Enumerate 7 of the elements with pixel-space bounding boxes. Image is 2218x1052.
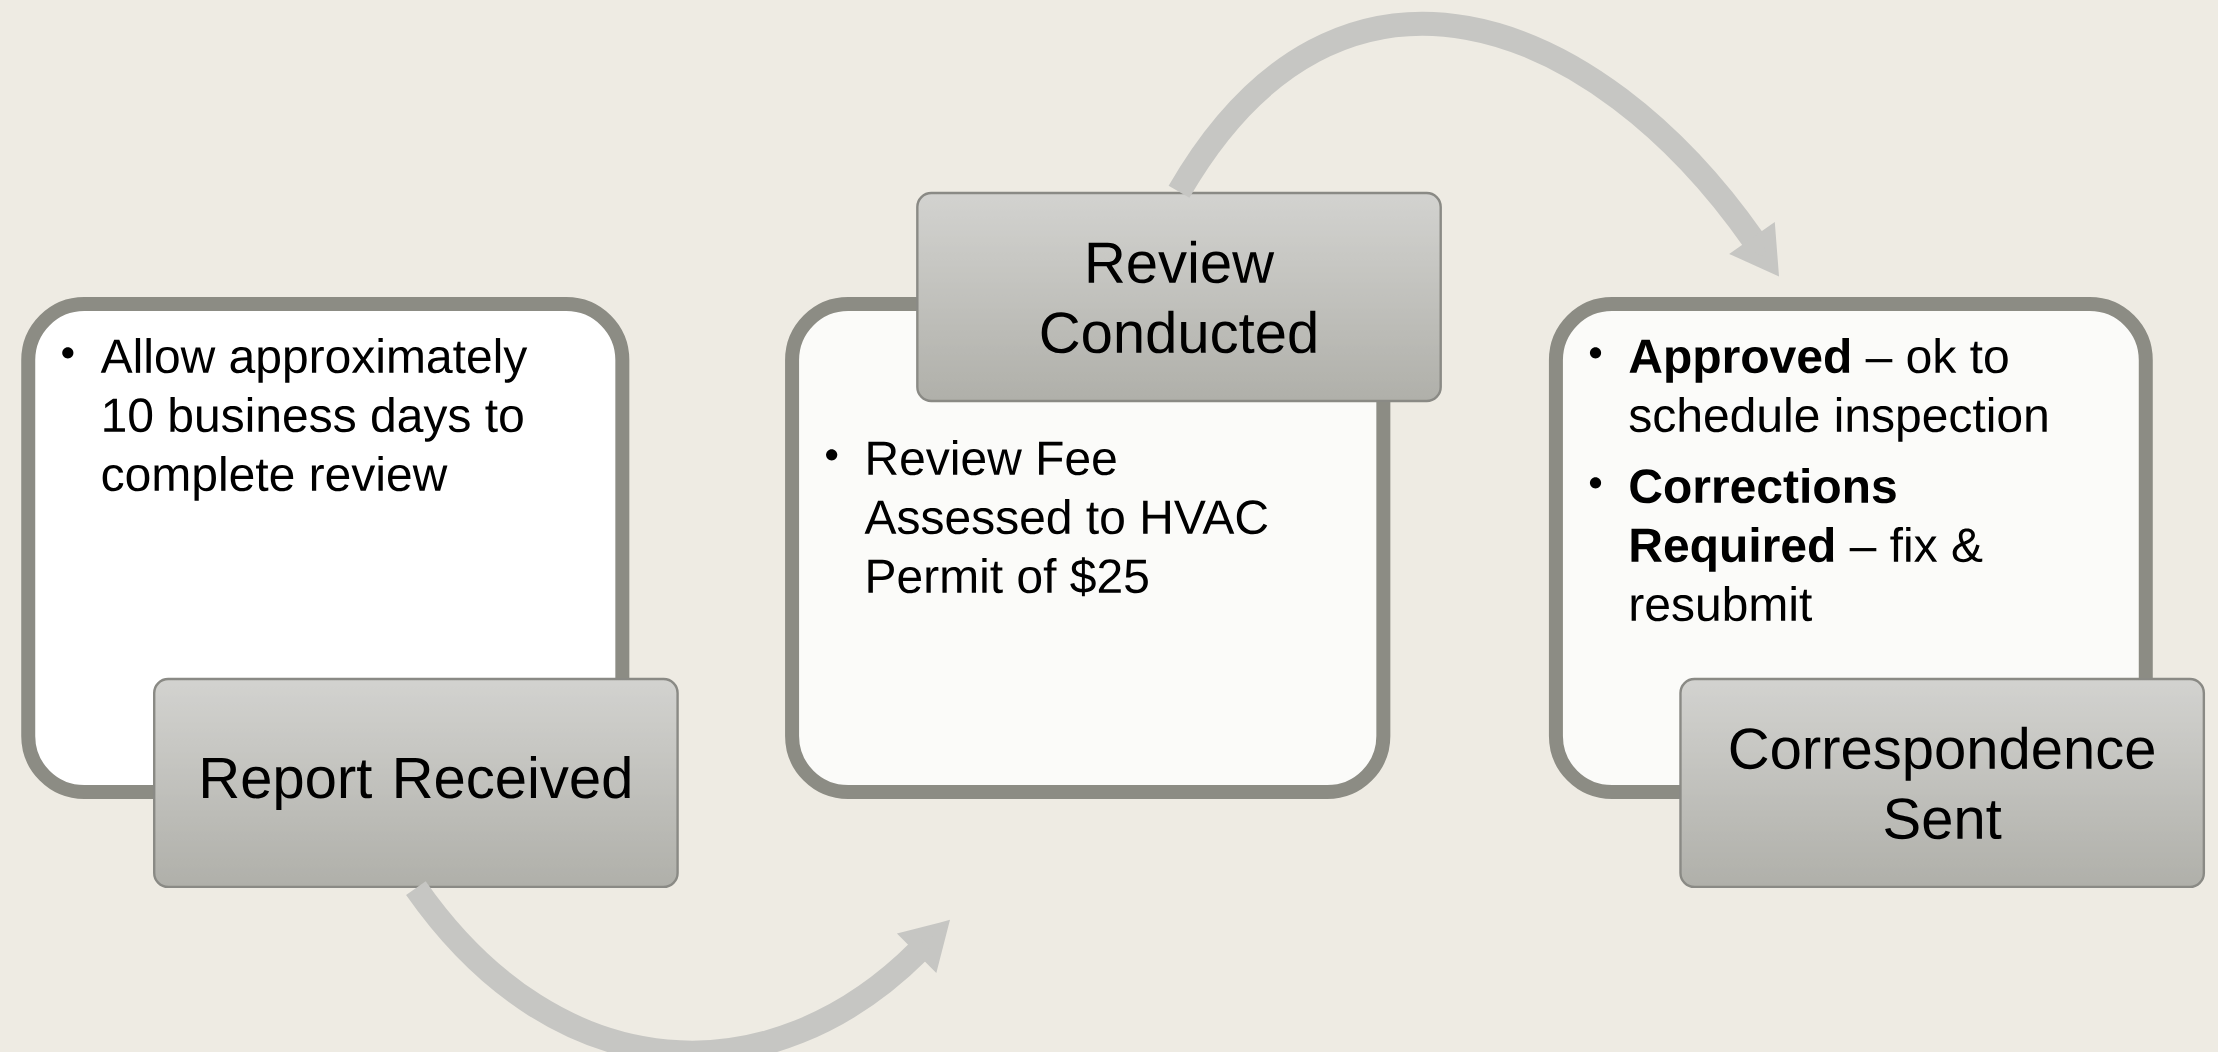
bullet-text: Review Fee Assessed to HVAC Permit of $25 [864, 439, 1268, 596]
bullet-text: Approved – ok to schedule inspection [1629, 337, 2047, 442]
title-box: Review Conducted [916, 191, 1442, 402]
title-box: Correspondence Sent [1679, 677, 2206, 888]
bullet-text: Corrections Required – fix & resubmit [1630, 467, 1983, 622]
bullet-text: Allow approximately 10 business days to complete review [100, 337, 528, 501]
title-box: Report Received [153, 677, 679, 888]
